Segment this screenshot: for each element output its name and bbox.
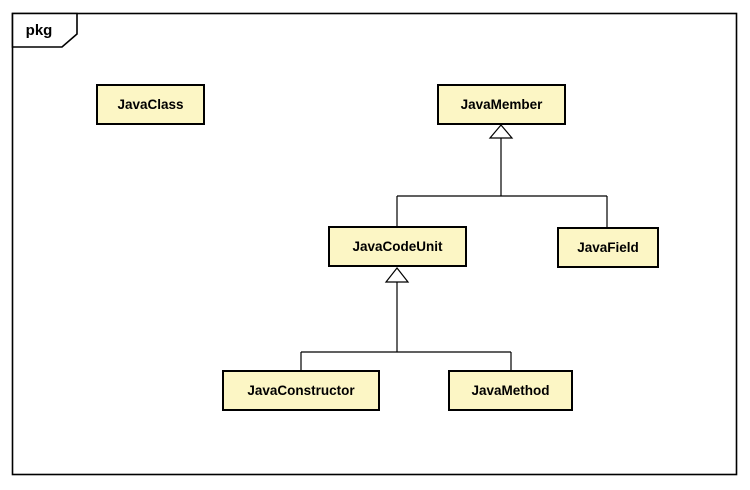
frame-tab <box>11 12 78 48</box>
generalization-arrowhead-javacodeunit <box>384 267 410 283</box>
generalization-arrowhead-javamember <box>488 124 514 139</box>
edge-javaconstructor-javamethod-to-javacodeunit <box>300 282 512 370</box>
class-node-label: JavaCodeUnit <box>352 239 443 254</box>
class-node-javaconstructor[interactable]: JavaConstructor <box>222 370 380 411</box>
class-node-javafield[interactable]: JavaField <box>557 227 659 268</box>
class-node-javamethod[interactable]: JavaMethod <box>448 370 573 411</box>
class-node-javamember[interactable]: JavaMember <box>437 84 566 125</box>
class-node-label: JavaMethod <box>471 383 550 398</box>
class-node-label: JavaClass <box>117 97 184 112</box>
class-node-javacodeunit[interactable]: JavaCodeUnit <box>328 226 467 267</box>
package-frame <box>11 12 738 476</box>
class-node-javaclass[interactable]: JavaClass <box>96 84 205 125</box>
frame-tab-label: pkg <box>25 22 53 39</box>
class-node-label: JavaMember <box>460 97 543 112</box>
class-node-label: JavaConstructor <box>247 383 355 398</box>
edge-javacodeunit-javafield-to-javamember <box>396 138 608 227</box>
class-node-label: JavaField <box>577 240 639 255</box>
